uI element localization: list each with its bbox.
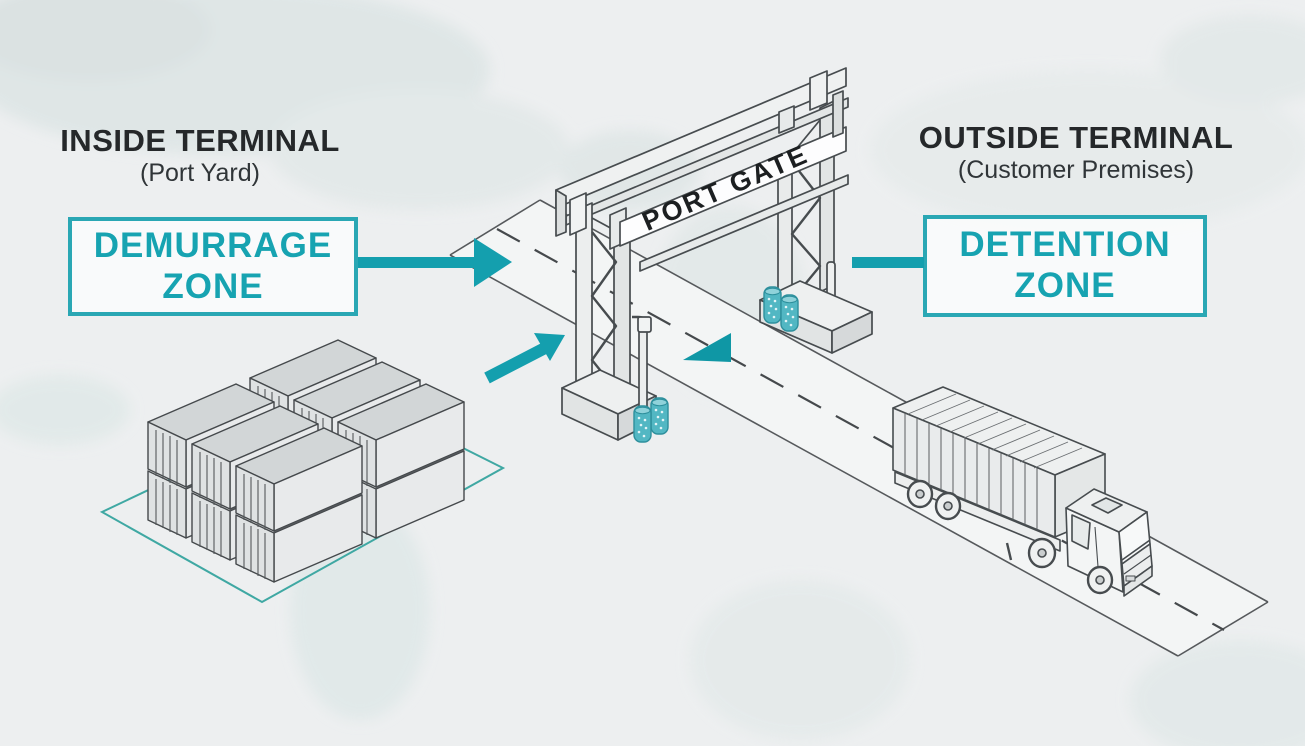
inside-terminal-subtitle: (Port Yard) [140,159,260,187]
gate-left-leg [561,192,657,441]
detention-zone-label-line2: ZONE [1014,266,1116,305]
barrel-icon [650,397,669,435]
detention-zone-label-line1: DETENTION [959,225,1171,265]
demurrage-zone-label-line2: ZONE [162,266,264,306]
truck-trailer-wheels [906,479,962,521]
detention-connector-bar [852,257,924,268]
outside-terminal-subtitle: (Customer Premises) [957,156,1195,184]
gate-barrier-pole [632,315,652,431]
flow-arrows [358,238,565,384]
barrel-icon [780,294,799,332]
outside-terminal-title: OUTSIDE TERMINAL [918,120,1234,155]
truck-chassis [894,471,1061,552]
demurrage-zone-label-line1: DEMURRAGE [93,225,333,265]
detention-zone-box: DETENTION ZONE [923,215,1207,317]
barrel-icon [763,286,782,324]
container-truck [892,386,1153,597]
truck-cab [1065,488,1153,597]
inside-terminal-title: INSIDE TERMINAL [60,123,340,158]
road-direction-arrow-icon [683,333,731,362]
demurrage-arrow-right-icon [358,238,512,287]
yard-to-gate-arrow-icon [484,333,565,384]
demurrage-zone-box: DEMURRAGE ZONE [68,217,358,316]
barrel-icon [633,405,652,443]
gate-crossbeam [555,67,849,272]
